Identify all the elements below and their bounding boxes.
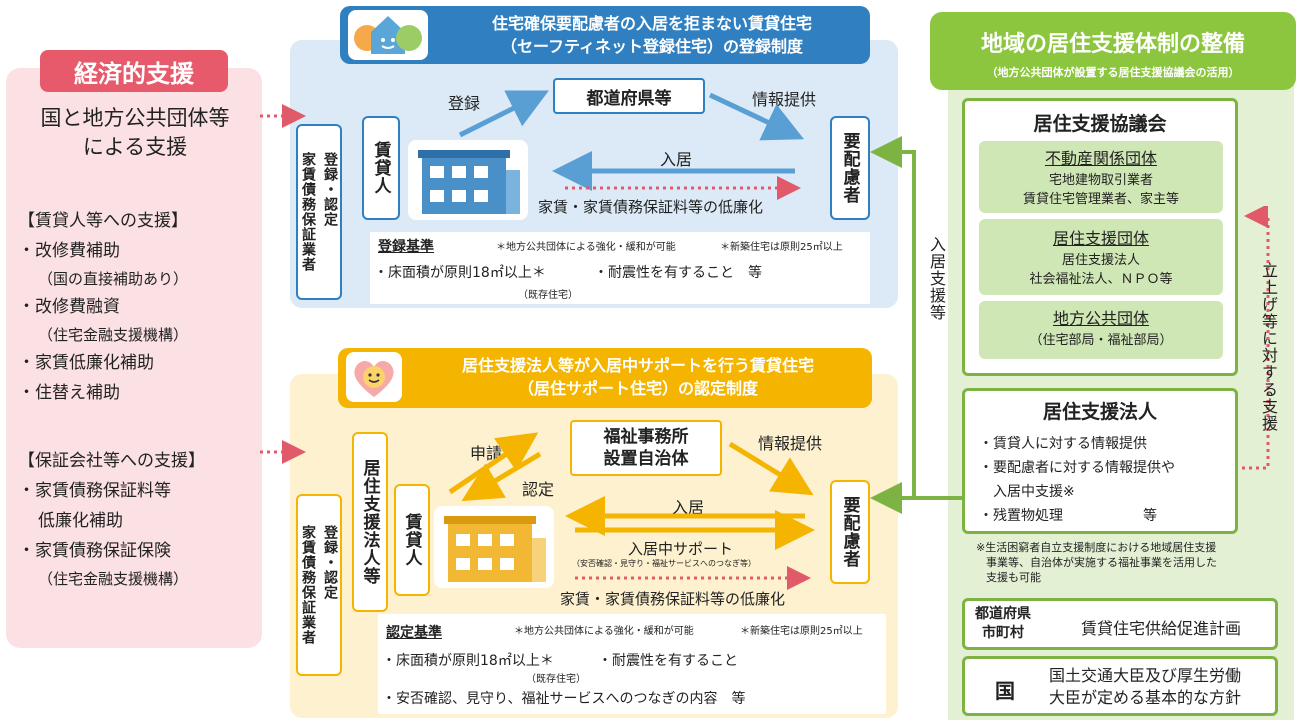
- regional-support-header: 地域の居住支援体制の整備 （地方公共団体が設置する居住支援協議会の活用）: [930, 12, 1296, 90]
- heart-face-icon: [346, 352, 402, 402]
- move-in-label: 入居: [660, 150, 693, 169]
- setup-support-arrows: [1242, 206, 1270, 470]
- support-arrows: [448, 432, 815, 590]
- econ-intro: 国と地方公共団体等 による支援: [40, 106, 230, 159]
- support-criteria: 認定基準 ＊地方公共団体による強化・緩和が可能 ＊新築住宅は原則25㎡以上 ・床…: [378, 614, 886, 714]
- support-council-box: 居住支援協議会 不動産関係団体 宅地建物取引業者 賃貸住宅管理業者、家主等 居住…: [962, 98, 1238, 376]
- welfare-footnote: ※生活困窮者自立支援制度における地域居住支援 事業等、自治体が実施する福祉事業を…: [976, 541, 1217, 584]
- economic-support-panel: [6, 68, 262, 648]
- guarantor-support-list: 【保証会社等への支援】 ・家賃債務保証料等 低廉化補助 ・家賃債務保証保険 （住…: [18, 451, 205, 588]
- apartment-building-yellow-icon: [434, 506, 554, 588]
- support-tenant-box: 要配慮者: [830, 480, 870, 584]
- support-lessor-box: 賃貸人: [394, 484, 430, 596]
- safety-tenant-box: 要配慮者: [830, 116, 870, 220]
- economic-support-title: 経済的支援: [40, 50, 228, 92]
- safety-net-title: 住宅確保要配慮者の入居を拒まない賃貸住宅 （セーフティネット登録住宅）の登録制度: [491, 14, 812, 56]
- real-estate-group: 不動産関係団体 宅地建物取引業者 賃貸住宅管理業者、家主等: [979, 141, 1223, 213]
- setup-support-vertical: 立上げ等に対する支援: [1259, 262, 1278, 432]
- safety-criteria: 登録基準 ＊地方公共団体による強化・緩和が可能 ＊新築住宅は原則25㎡以上 ・床…: [370, 232, 870, 304]
- welfare-office-box: 福祉事務所 設置自治体: [570, 420, 722, 476]
- support-corp-panel: 居住支援法人 ・賃貸人に対する情報提供 ・要配慮者に対する情報提供や 入居中支援…: [962, 388, 1238, 534]
- certify-label: 認定: [522, 480, 555, 499]
- support-guarantor-box: 登録・認定 家賃債務保証業者: [296, 494, 342, 676]
- register-label: 登録: [448, 94, 481, 113]
- support-move-in-label: 入居: [672, 498, 705, 517]
- prefecture-box: 都道府県等: [553, 78, 705, 114]
- support-housing-title: 居住支援法人等が入居中サポートを行う賃貸住宅 （居住サポート住宅）の認定制度: [461, 356, 814, 398]
- prefecture-plan-box: 都道府県 市町村 賃貸住宅供給促進計画: [962, 598, 1278, 650]
- rent-reduce-label: 家賃・家賃債務保証料等の低廉化: [538, 198, 764, 216]
- safety-lessor-box: 賃貸人: [362, 116, 400, 220]
- safety-arrows: [458, 90, 805, 200]
- support-rent-reduce-label: 家賃・家賃債務保証料等の低廉化: [560, 590, 786, 608]
- support-corp-box: 居住支援法人等: [352, 432, 388, 612]
- in-residence-support-detail: （安否確認・見守り・福祉サービスへのつなぎ等）: [572, 559, 756, 568]
- apartment-building-icon: [408, 140, 528, 220]
- in-residence-support-label: 入居中サポート: [628, 540, 734, 558]
- econ-arrows: [260, 104, 306, 464]
- safety-guarantor-box: 登録・認定 家賃債務保証業者: [296, 124, 342, 300]
- support-housing-header: 居住支援法人等が入居中サポートを行う賃貸住宅 （居住サポート住宅）の認定制度: [338, 348, 872, 408]
- support-info-label: 情報提供: [758, 434, 823, 453]
- green-connectors: [870, 136, 962, 514]
- national-policy-box: 国 国土交通大臣及び厚生労働 大臣が定める基本的な方針: [962, 656, 1278, 716]
- houses-faces-icon: [348, 10, 428, 60]
- safety-net-header: 住宅確保要配慮者の入居を拒まない賃貸住宅 （セーフティネット登録住宅）の登録制度: [340, 6, 870, 64]
- move-in-support-vertical: 入居支援等: [927, 236, 946, 321]
- support-group: 居住支援団体 居住支援法人 社会福祉法人、ＮＰＯ等: [979, 219, 1223, 295]
- local-gov-group: 地方公共団体 （住宅部局・福祉部局）: [979, 301, 1223, 359]
- landlord-support-list: 【賃貸人等への支援】 ・改修費補助 （国の直接補助あり） ・改修費融資 （住宅金…: [18, 211, 189, 403]
